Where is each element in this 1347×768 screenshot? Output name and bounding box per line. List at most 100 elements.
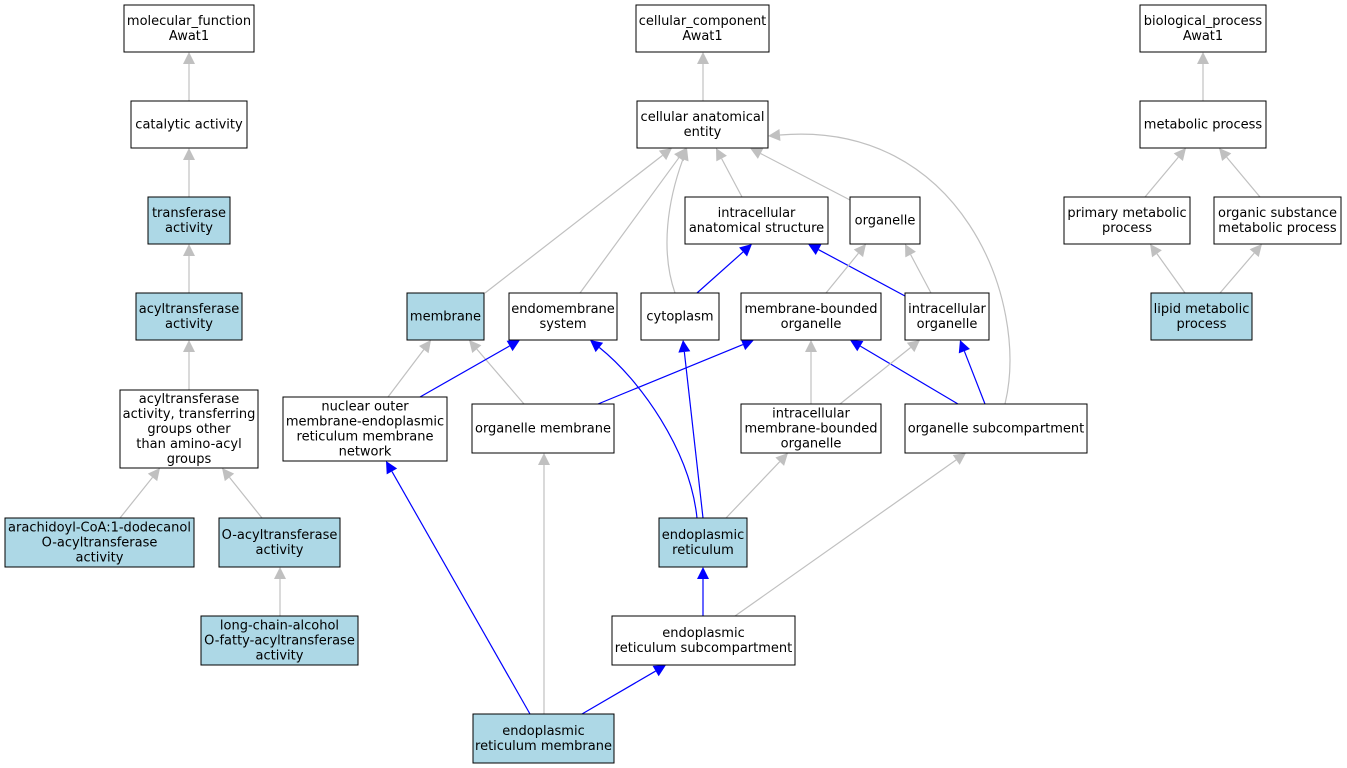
edge-ias-to-cae	[716, 148, 743, 198]
node-longchain[interactable]: long-chain-alcoholO-fatty-acyltransferas…	[200, 615, 359, 666]
edges-layer	[119, 52, 1262, 715]
node-nomer[interactable]: nuclear outermembrane-endoplasmicreticul…	[282, 396, 448, 462]
edge-imbo-to-mbo	[805, 340, 817, 404]
edge-arrowhead	[697, 52, 709, 64]
edge-arrowhead	[678, 340, 691, 353]
edge-line	[963, 350, 986, 405]
edge-cyto-to-ias	[696, 244, 752, 294]
node-label-line: molecular_function	[127, 14, 251, 29]
node-box	[200, 615, 359, 666]
node-mem[interactable]: membrane	[406, 292, 485, 341]
node-label-line: cellular anatomical	[641, 110, 765, 125]
edge-arrowhead	[538, 453, 550, 465]
node-label-line: membrane-bounded	[744, 422, 877, 437]
edge-er-to-cyto	[678, 340, 704, 519]
node-label-line: reticulum	[672, 543, 734, 558]
edge-line	[119, 476, 153, 519]
node-label-line: acyltransferase	[139, 392, 240, 407]
edge-line	[1219, 252, 1255, 294]
node-box	[611, 615, 796, 666]
node-org[interactable]: organelle	[849, 196, 921, 245]
node-box	[635, 4, 770, 53]
node-cat[interactable]: catalytic activity	[130, 100, 248, 149]
node-cyto[interactable]: cytoplasm	[640, 292, 720, 341]
edge-endo-to-cae	[579, 148, 686, 294]
edge-arrowhead	[697, 567, 709, 579]
node-box	[147, 196, 231, 245]
node-osc[interactable]: organelle subcompartment	[904, 403, 1088, 454]
node-label-line: cytoplasm	[646, 310, 713, 325]
node-box	[471, 403, 615, 454]
edge-arrowhead	[1173, 148, 1186, 162]
edge-io-to-org	[905, 244, 932, 294]
node-box	[218, 517, 341, 568]
node-label-line: organelle	[917, 317, 978, 332]
edge-er-to-endo	[590, 340, 698, 519]
node-label-line: network	[339, 445, 392, 460]
edge-osmp-to-mp	[1219, 148, 1261, 198]
node-label-line: anatomical structure	[689, 221, 824, 236]
node-om[interactable]: organelle membrane	[471, 403, 615, 454]
edge-pmp-to-mp	[1144, 148, 1186, 198]
node-box	[1139, 4, 1267, 53]
edge-arrowhead	[1219, 148, 1232, 162]
edge-line	[839, 347, 912, 405]
node-label-line: than amino-acyl	[136, 437, 241, 452]
edge-nomer-to-mem	[387, 340, 431, 398]
edge-line	[666, 159, 684, 294]
node-label-line: membrane	[410, 310, 481, 325]
edge-arrowhead	[768, 129, 781, 141]
node-box	[135, 292, 243, 341]
node-label-line: activity, transferring	[123, 407, 256, 422]
edge-oacyl-to-acyl_other	[222, 468, 263, 519]
edge-mp-to-bp	[1197, 52, 1209, 101]
node-label-line: groups other	[147, 422, 231, 437]
node-label-line: process	[1177, 317, 1227, 332]
edge-arrowhead	[183, 52, 195, 64]
edge-erm-to-nomer	[386, 461, 531, 715]
edge-line	[725, 461, 781, 519]
edge-line	[1156, 253, 1186, 294]
edge-arrowhead	[183, 148, 195, 160]
edge-arrowhead	[506, 340, 520, 352]
edge-line	[910, 254, 932, 294]
node-label-line: organic substance	[1218, 206, 1337, 221]
node-label-line: primary metabolic	[1067, 206, 1186, 221]
node-box	[904, 403, 1088, 454]
node-box	[658, 517, 748, 568]
edge-line	[598, 347, 698, 519]
node-box	[1213, 196, 1342, 245]
node-box	[472, 713, 615, 764]
edge-longchain-to-oacyl	[274, 567, 286, 616]
node-label-line: Awat1	[1183, 29, 1223, 44]
edge-ersc-to-osc	[734, 453, 966, 617]
node-box	[904, 292, 990, 341]
edge-arrowhead	[952, 453, 966, 465]
node-label-line: transferase	[152, 206, 226, 221]
node-arach[interactable]: arachidoyl-CoA:1-dodecanolO-acyltransfer…	[4, 517, 195, 568]
edge-arrowhead	[739, 244, 752, 257]
node-mp[interactable]: metabolic process	[1139, 100, 1267, 149]
edge-er-to-imbo	[725, 453, 788, 519]
edge-line	[734, 459, 957, 617]
